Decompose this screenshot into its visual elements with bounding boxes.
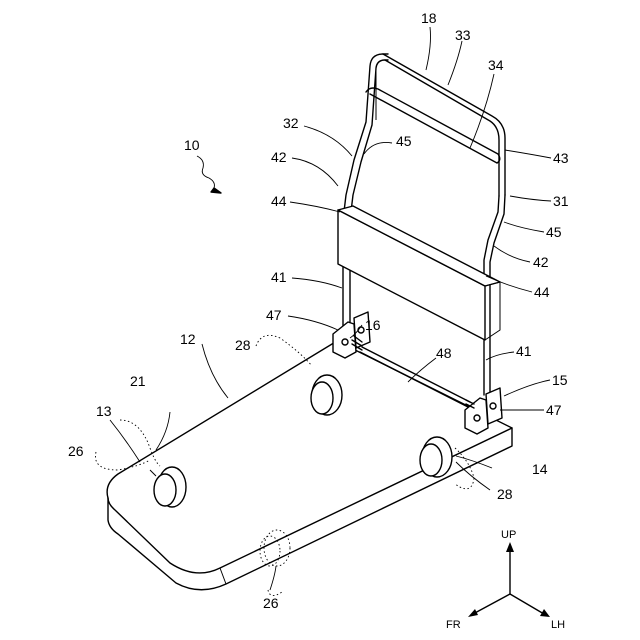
direction-axes	[468, 542, 550, 617]
right-frame-tube	[490, 195, 505, 395]
label-28b: 28	[497, 486, 513, 502]
axis-fr-label: FR	[446, 619, 461, 631]
label-26a: 26	[68, 443, 84, 459]
axis-lh-label: LH	[551, 619, 565, 631]
label-26b: 26	[263, 595, 279, 611]
label-13: 13	[96, 403, 112, 419]
label-44a: 44	[271, 193, 287, 209]
label-16: 16	[365, 317, 381, 333]
label-47b: 47	[546, 402, 562, 418]
label-45a: 45	[396, 133, 412, 149]
label-44b: 44	[534, 284, 550, 300]
label-43: 43	[553, 150, 569, 166]
label-47a: 47	[266, 307, 282, 323]
grip-bar	[366, 88, 500, 163]
label-18: 18	[421, 10, 437, 26]
label-14: 14	[532, 461, 548, 477]
label-12: 12	[180, 331, 196, 347]
axis-up-label: UP	[501, 529, 516, 541]
label-42a: 42	[271, 149, 287, 165]
label-34: 34	[488, 57, 504, 73]
label-41a: 41	[271, 269, 287, 285]
label-10: 10	[184, 137, 200, 153]
label-31: 31	[553, 193, 569, 209]
label-21: 21	[130, 373, 146, 389]
label-48: 48	[436, 345, 452, 361]
label-41b: 41	[516, 343, 532, 359]
label-32: 32	[283, 115, 299, 131]
label-42b: 42	[533, 254, 549, 270]
label-33: 33	[455, 27, 471, 43]
label-28a: 28	[235, 337, 251, 353]
label-45b: 45	[546, 224, 562, 240]
caster-rear-left	[311, 375, 342, 415]
label-15: 15	[552, 372, 568, 388]
